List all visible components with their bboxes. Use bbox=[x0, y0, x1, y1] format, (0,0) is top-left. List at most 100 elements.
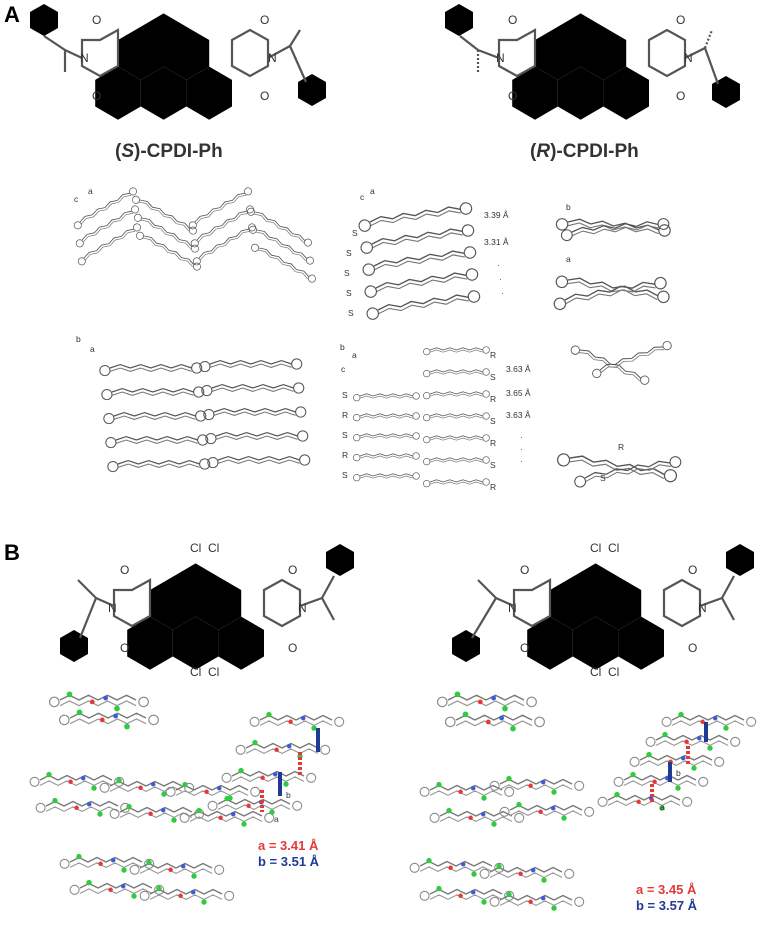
svg-text:S: S bbox=[342, 390, 348, 400]
svg-text:c: c bbox=[74, 194, 79, 204]
svg-text:a: a bbox=[370, 186, 375, 196]
svg-text:R: R bbox=[342, 410, 348, 420]
svg-text:3.39 Å: 3.39 Å bbox=[484, 210, 509, 220]
svg-text:O: O bbox=[92, 89, 101, 103]
svg-text:S: S bbox=[352, 228, 358, 238]
svg-text:Cl: Cl bbox=[590, 665, 601, 679]
svg-text:R: R bbox=[490, 482, 496, 492]
svg-text:b: b bbox=[566, 202, 571, 212]
svg-text:N: N bbox=[698, 601, 707, 615]
svg-text:O: O bbox=[288, 563, 297, 577]
svg-text:c: c bbox=[341, 364, 346, 374]
svg-text:·: · bbox=[501, 288, 504, 298]
svg-text:R: R bbox=[490, 350, 496, 360]
cl-right-dimer-top bbox=[436, 690, 546, 733]
panel-label-b: B bbox=[4, 540, 20, 565]
s-packing-bc: b a bbox=[76, 334, 311, 473]
svg-text:·: · bbox=[520, 444, 523, 454]
svg-text:b: b bbox=[340, 342, 345, 352]
svg-text:O: O bbox=[508, 89, 517, 103]
svg-text:·: · bbox=[520, 456, 523, 466]
s-cpdi-ph-structure bbox=[30, 4, 326, 120]
cl-left-stack: a b bbox=[207, 711, 345, 824]
svg-text:O: O bbox=[520, 563, 529, 577]
svg-text:N: N bbox=[108, 601, 117, 615]
cl-cpdi-right-structure bbox=[452, 544, 754, 670]
svg-text:N: N bbox=[268, 51, 277, 65]
cl-cpdi-right-atoms: O N O O N O Cl Cl Cl Cl bbox=[508, 541, 707, 679]
svg-text:O: O bbox=[676, 13, 685, 27]
svg-text:R: R bbox=[490, 438, 496, 448]
svg-text:O: O bbox=[120, 563, 129, 577]
svg-text:R: R bbox=[490, 394, 496, 404]
s-packing-herringbone: a c bbox=[71, 186, 318, 286]
s-stack: c a S S S S S 3.39 Å 3.31 Å · · · bbox=[344, 186, 509, 321]
svg-text:Cl: Cl bbox=[208, 541, 219, 555]
svg-text:3.65 Å: 3.65 Å bbox=[506, 388, 531, 398]
cl-right-stack: b a bbox=[597, 711, 757, 812]
compound-title-r: (R)-CPDI-Ph bbox=[530, 141, 639, 162]
s-cpdi-ph-atoms: O N O O N O bbox=[80, 13, 277, 103]
svg-text:c: c bbox=[360, 192, 365, 202]
svg-text:Cl: Cl bbox=[608, 541, 619, 555]
svg-text:S: S bbox=[342, 430, 348, 440]
r-dimer-views: b a R S bbox=[552, 202, 683, 489]
svg-text:N: N bbox=[684, 51, 693, 65]
r-cpdi-ph-structure bbox=[445, 4, 740, 120]
svg-text:O: O bbox=[92, 13, 101, 27]
left-distance-a: a = 3.41 Å bbox=[258, 838, 319, 853]
svg-text:3.63 Å: 3.63 Å bbox=[506, 364, 531, 374]
svg-text:S: S bbox=[490, 372, 496, 382]
svg-text:N: N bbox=[80, 51, 89, 65]
svg-text:S: S bbox=[344, 268, 350, 278]
svg-text:N: N bbox=[298, 601, 307, 615]
svg-text:S: S bbox=[342, 470, 348, 480]
svg-text:b: b bbox=[286, 790, 291, 800]
svg-text:S: S bbox=[600, 473, 606, 483]
svg-text:3.63 Å: 3.63 Å bbox=[506, 410, 531, 420]
cl-cpdi-left-structure bbox=[60, 544, 354, 670]
sr-alternating-stack: b a c S R S R S R S R S R S R 3.63 Å 3.6… bbox=[340, 342, 531, 492]
svg-text:·: · bbox=[499, 274, 502, 284]
svg-text:Cl: Cl bbox=[608, 665, 619, 679]
svg-text:O: O bbox=[688, 641, 697, 655]
svg-text:Cl: Cl bbox=[590, 541, 601, 555]
svg-text:O: O bbox=[688, 563, 697, 577]
svg-text:O: O bbox=[508, 13, 517, 27]
svg-text:R: R bbox=[618, 442, 624, 452]
compound-title-s: (S)-CPDI-Ph bbox=[115, 141, 223, 162]
svg-text:S: S bbox=[346, 288, 352, 298]
svg-text:S: S bbox=[490, 460, 496, 470]
left-distance-b: b = 3.51 Å bbox=[258, 854, 320, 869]
svg-text:O: O bbox=[676, 89, 685, 103]
svg-text:O: O bbox=[520, 641, 529, 655]
svg-text:R: R bbox=[342, 450, 348, 460]
svg-text:N: N bbox=[508, 601, 517, 615]
cl-left-packing bbox=[29, 771, 275, 906]
panel-label-a: A bbox=[4, 2, 20, 27]
svg-text:O: O bbox=[120, 641, 129, 655]
svg-text:Cl: Cl bbox=[190, 541, 201, 555]
svg-text:a: a bbox=[660, 802, 665, 812]
svg-text:a: a bbox=[566, 254, 571, 264]
svg-text:b: b bbox=[676, 768, 681, 778]
svg-text:3.31 Å: 3.31 Å bbox=[484, 237, 509, 247]
svg-text:a: a bbox=[90, 344, 95, 354]
svg-text:Cl: Cl bbox=[208, 665, 219, 679]
svg-text:b: b bbox=[76, 334, 81, 344]
cl-cpdi-left-atoms: O N O O N O Cl Cl Cl Cl bbox=[108, 541, 307, 679]
svg-text:a: a bbox=[352, 350, 357, 360]
cl-left-dimer-top bbox=[48, 690, 160, 731]
svg-text:a: a bbox=[88, 186, 93, 196]
svg-text:a: a bbox=[274, 814, 279, 824]
svg-text:S: S bbox=[346, 248, 352, 258]
svg-text:O: O bbox=[288, 641, 297, 655]
svg-text:·: · bbox=[497, 260, 500, 270]
svg-text:S: S bbox=[490, 416, 496, 426]
svg-text:O: O bbox=[260, 13, 269, 27]
r-cpdi-ph-atoms: O N O O N O bbox=[496, 13, 693, 103]
svg-text:Cl: Cl bbox=[190, 665, 201, 679]
svg-text:·: · bbox=[520, 432, 523, 442]
svg-text:O: O bbox=[260, 89, 269, 103]
